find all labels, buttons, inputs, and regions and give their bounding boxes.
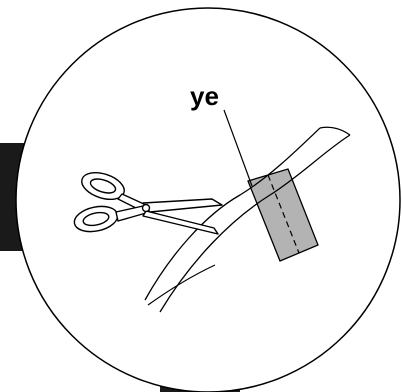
callout-label: ye bbox=[190, 81, 219, 111]
